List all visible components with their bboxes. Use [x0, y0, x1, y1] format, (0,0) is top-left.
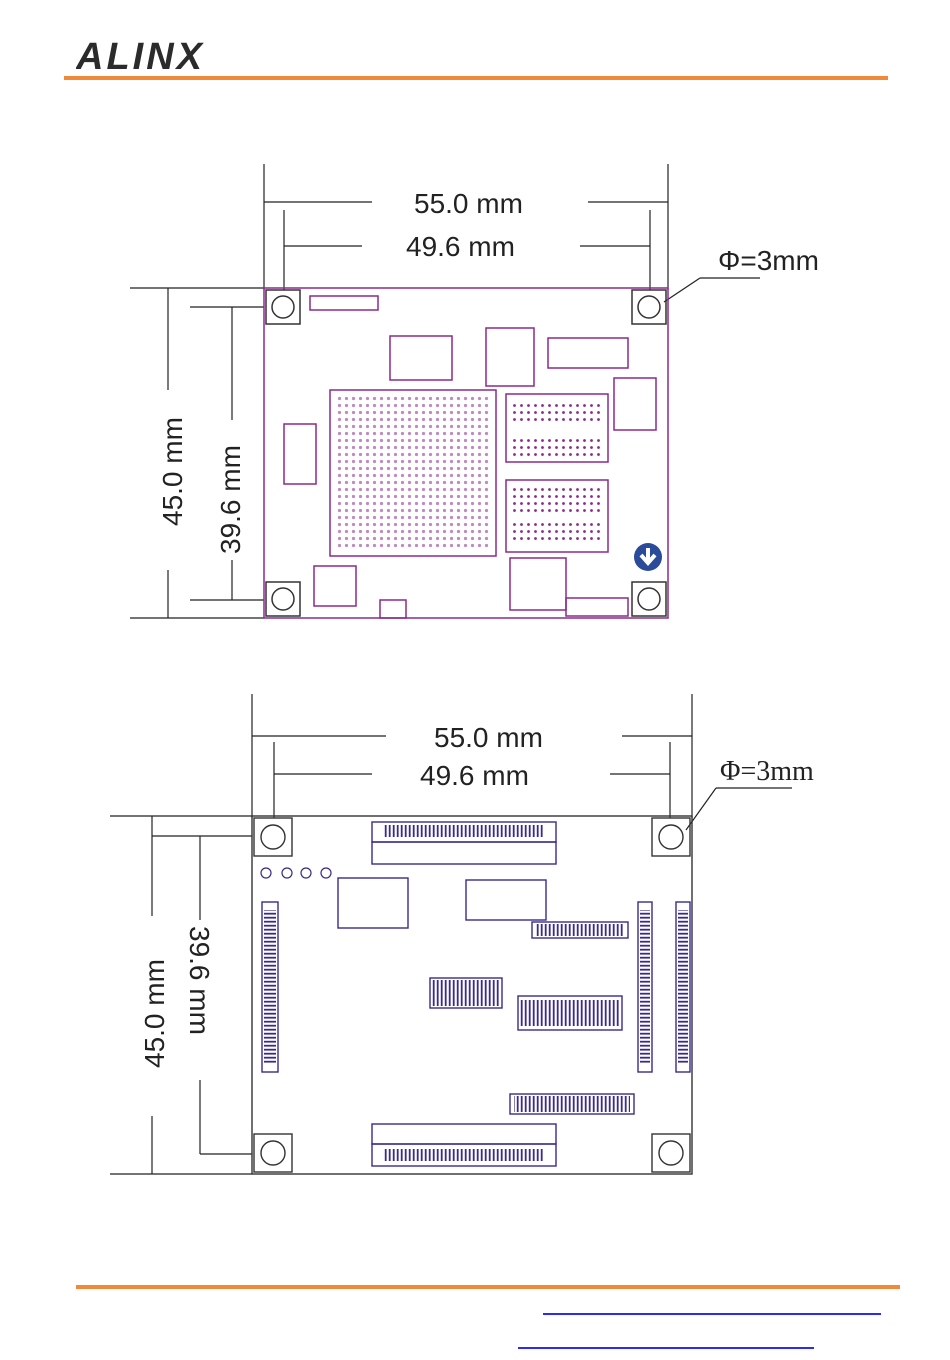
footer-link-underline[interactable] [518, 1347, 814, 1349]
down-arrow-icon [634, 543, 662, 571]
top-height-outer-label: 45.0 mm [157, 417, 188, 526]
top-hole-label: Φ=3mm [718, 245, 819, 276]
footer-link-underline[interactable] [543, 1313, 881, 1315]
bottom-width-outer-label: 55.0 mm [434, 722, 543, 753]
bottom-height-inner-label: 39.6 mm [184, 926, 215, 1035]
top-view-drawing: 55.0 mm 49.6 mm Φ=3mm 45.0 mm 39.6 mm [0, 150, 950, 630]
footer-rule [76, 1285, 900, 1289]
bottom-view-drawing: 55.0 mm 49.6 mm Φ=3mm 45.0 mm 39.6 mm [0, 680, 950, 1190]
bottom-width-inner-label: 49.6 mm [420, 760, 529, 791]
top-width-outer-label: 55.0 mm [414, 188, 523, 219]
bottom-hole-label: Φ=3mm [720, 756, 814, 787]
alinx-logo: ALINX [76, 36, 236, 76]
header-rule [64, 76, 888, 80]
top-width-inner-label: 49.6 mm [406, 231, 515, 262]
logo-text: ALINX [76, 36, 205, 76]
top-height-inner-label: 39.6 mm [215, 445, 246, 554]
bottom-height-outer-label: 45.0 mm [139, 959, 170, 1068]
